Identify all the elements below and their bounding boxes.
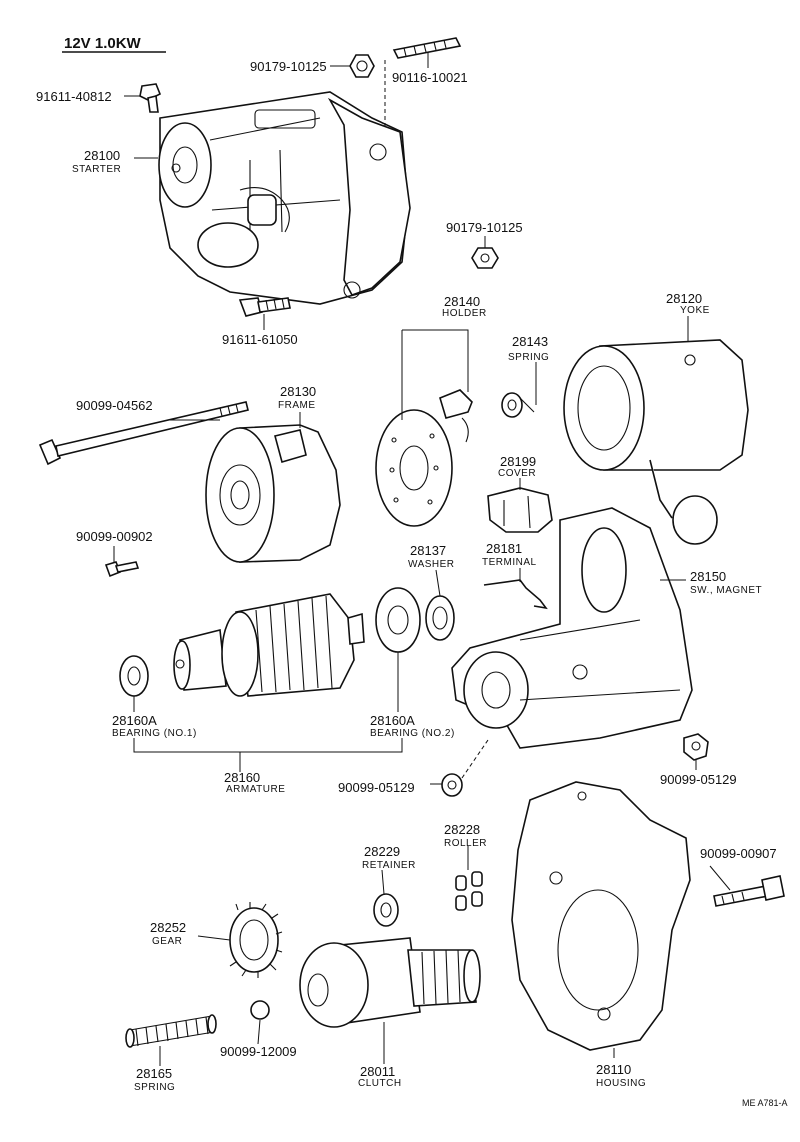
steel-ball-drawing [250,1000,270,1020]
rollers-drawing [455,871,483,911]
nut-90179-top-drawing [349,54,375,78]
yoke-drawing [563,339,749,545]
magnet-switch-drawing [451,507,693,749]
leader-lines [113,52,731,1066]
brush-spring-drawing [501,392,535,418]
callout-labels: 90179-10125 90116-10021 91611-40812 2810… [36,59,777,1093]
callout-28011-name: CLUTCH [358,1078,402,1089]
callout-28228-name: ROLLER [444,838,487,849]
washer-drawing [425,595,455,641]
callout-28150-name: SW., MAGNET [690,585,762,596]
diagram-title: 12V 1.0KW [64,35,142,52]
callout-91611-61050-number: 91611-61050 [222,332,298,347]
brush-holder-drawing [375,389,473,527]
callout-28137-number: 28137 [410,543,446,558]
callout-28181-number: 28181 [486,541,522,556]
callout-91611-40812-number: 91611-40812 [36,89,112,104]
callout-28160A-1-number: 28160A [112,713,157,728]
callout-28252-name: GEAR [152,936,182,947]
cover-drawing [487,487,553,533]
drive-spring-drawing [125,1014,217,1048]
callout-90179-10125-top-number: 90179-10125 [250,59,327,74]
callout-28130-name: FRAME [278,400,316,411]
retainer-drawing [373,893,399,927]
callout-28143-name: SPRING [508,352,549,363]
callout-28229-name: RETAINER [362,860,416,871]
footer-code: ME A781-A [742,1098,788,1108]
callout-28165-name: SPRING [134,1082,175,1093]
bearing-no2-drawing [375,587,421,653]
bearing-no1-drawing [119,655,149,697]
callout-28100-name: STARTER [72,164,121,175]
callout-90099-00902-number: 90099-00902 [76,529,153,544]
callout-28140-number: 28140 [444,294,480,309]
callout-28137-name: WASHER [408,559,455,570]
bolt-91611-61050-drawing [238,297,291,317]
callout-28150-number: 28150 [690,569,726,584]
callout-90179-10125-mid-number: 90179-10125 [446,220,523,235]
callout-28110-name: HOUSING [596,1078,646,1089]
callout-28160A-2-number: 28160A [370,713,415,728]
starter-assembly-drawing [158,91,411,305]
callout-28130-number: 28130 [280,384,316,399]
callout-28143-number: 28143 [512,334,548,349]
callout-28100-number: 28100 [84,148,120,163]
callout-28165-number: 28165 [136,1066,172,1081]
housing-drawing [511,781,691,1051]
callout-28140-name: HOLDER [442,308,487,319]
callout-28011-number: 28011 [360,1064,395,1079]
callout-28252-number: 28252 [150,920,186,935]
bolt-90099-00907-drawing [713,875,785,907]
callout-28160A-1-name: BEARING (NO.1) [112,728,197,739]
through-bolt-drawing [38,401,249,466]
callout-90099-12009-number: 90099-12009 [220,1044,297,1059]
frame-drawing [205,424,341,563]
callout-28160-name: ARMATURE [226,784,285,795]
callout-28160A-2-name: BEARING (NO.2) [370,728,455,739]
callout-28120-number: 28120 [666,291,702,306]
bolt-91611-40812-drawing [139,83,162,113]
callout-90099-05129-right-number: 90099-05129 [660,772,737,787]
nut-90099-05129-right-drawing [683,733,709,761]
screw-90099-00902-drawing [104,561,140,578]
callout-28229-number: 28229 [364,844,400,859]
callout-90116-10021-number: 90116-10021 [392,70,468,85]
callout-28160-number: 28160 [224,770,260,785]
callout-28199-name: COVER [498,468,536,479]
armature-drawing [173,593,365,697]
callout-90099-04562-number: 90099-04562 [76,398,153,413]
callout-28228-number: 28228 [444,822,480,837]
clutch-drawing [299,937,481,1028]
gear-drawing [229,902,283,978]
callout-28199-number: 28199 [500,454,536,469]
nut-90179-mid-drawing [471,247,499,269]
callout-28120-name: YOKE [680,305,710,316]
terminal-drawing [483,579,548,610]
callout-28181-name: TERMINAL [482,557,537,568]
callout-90099-00907-number: 90099-00907 [700,846,777,861]
callout-28110-number: 28110 [596,1062,631,1077]
nut-90099-05129-left-drawing [441,773,463,797]
callout-90099-05129-left-number: 90099-05129 [338,780,415,795]
stud-90116-drawing [392,37,462,59]
